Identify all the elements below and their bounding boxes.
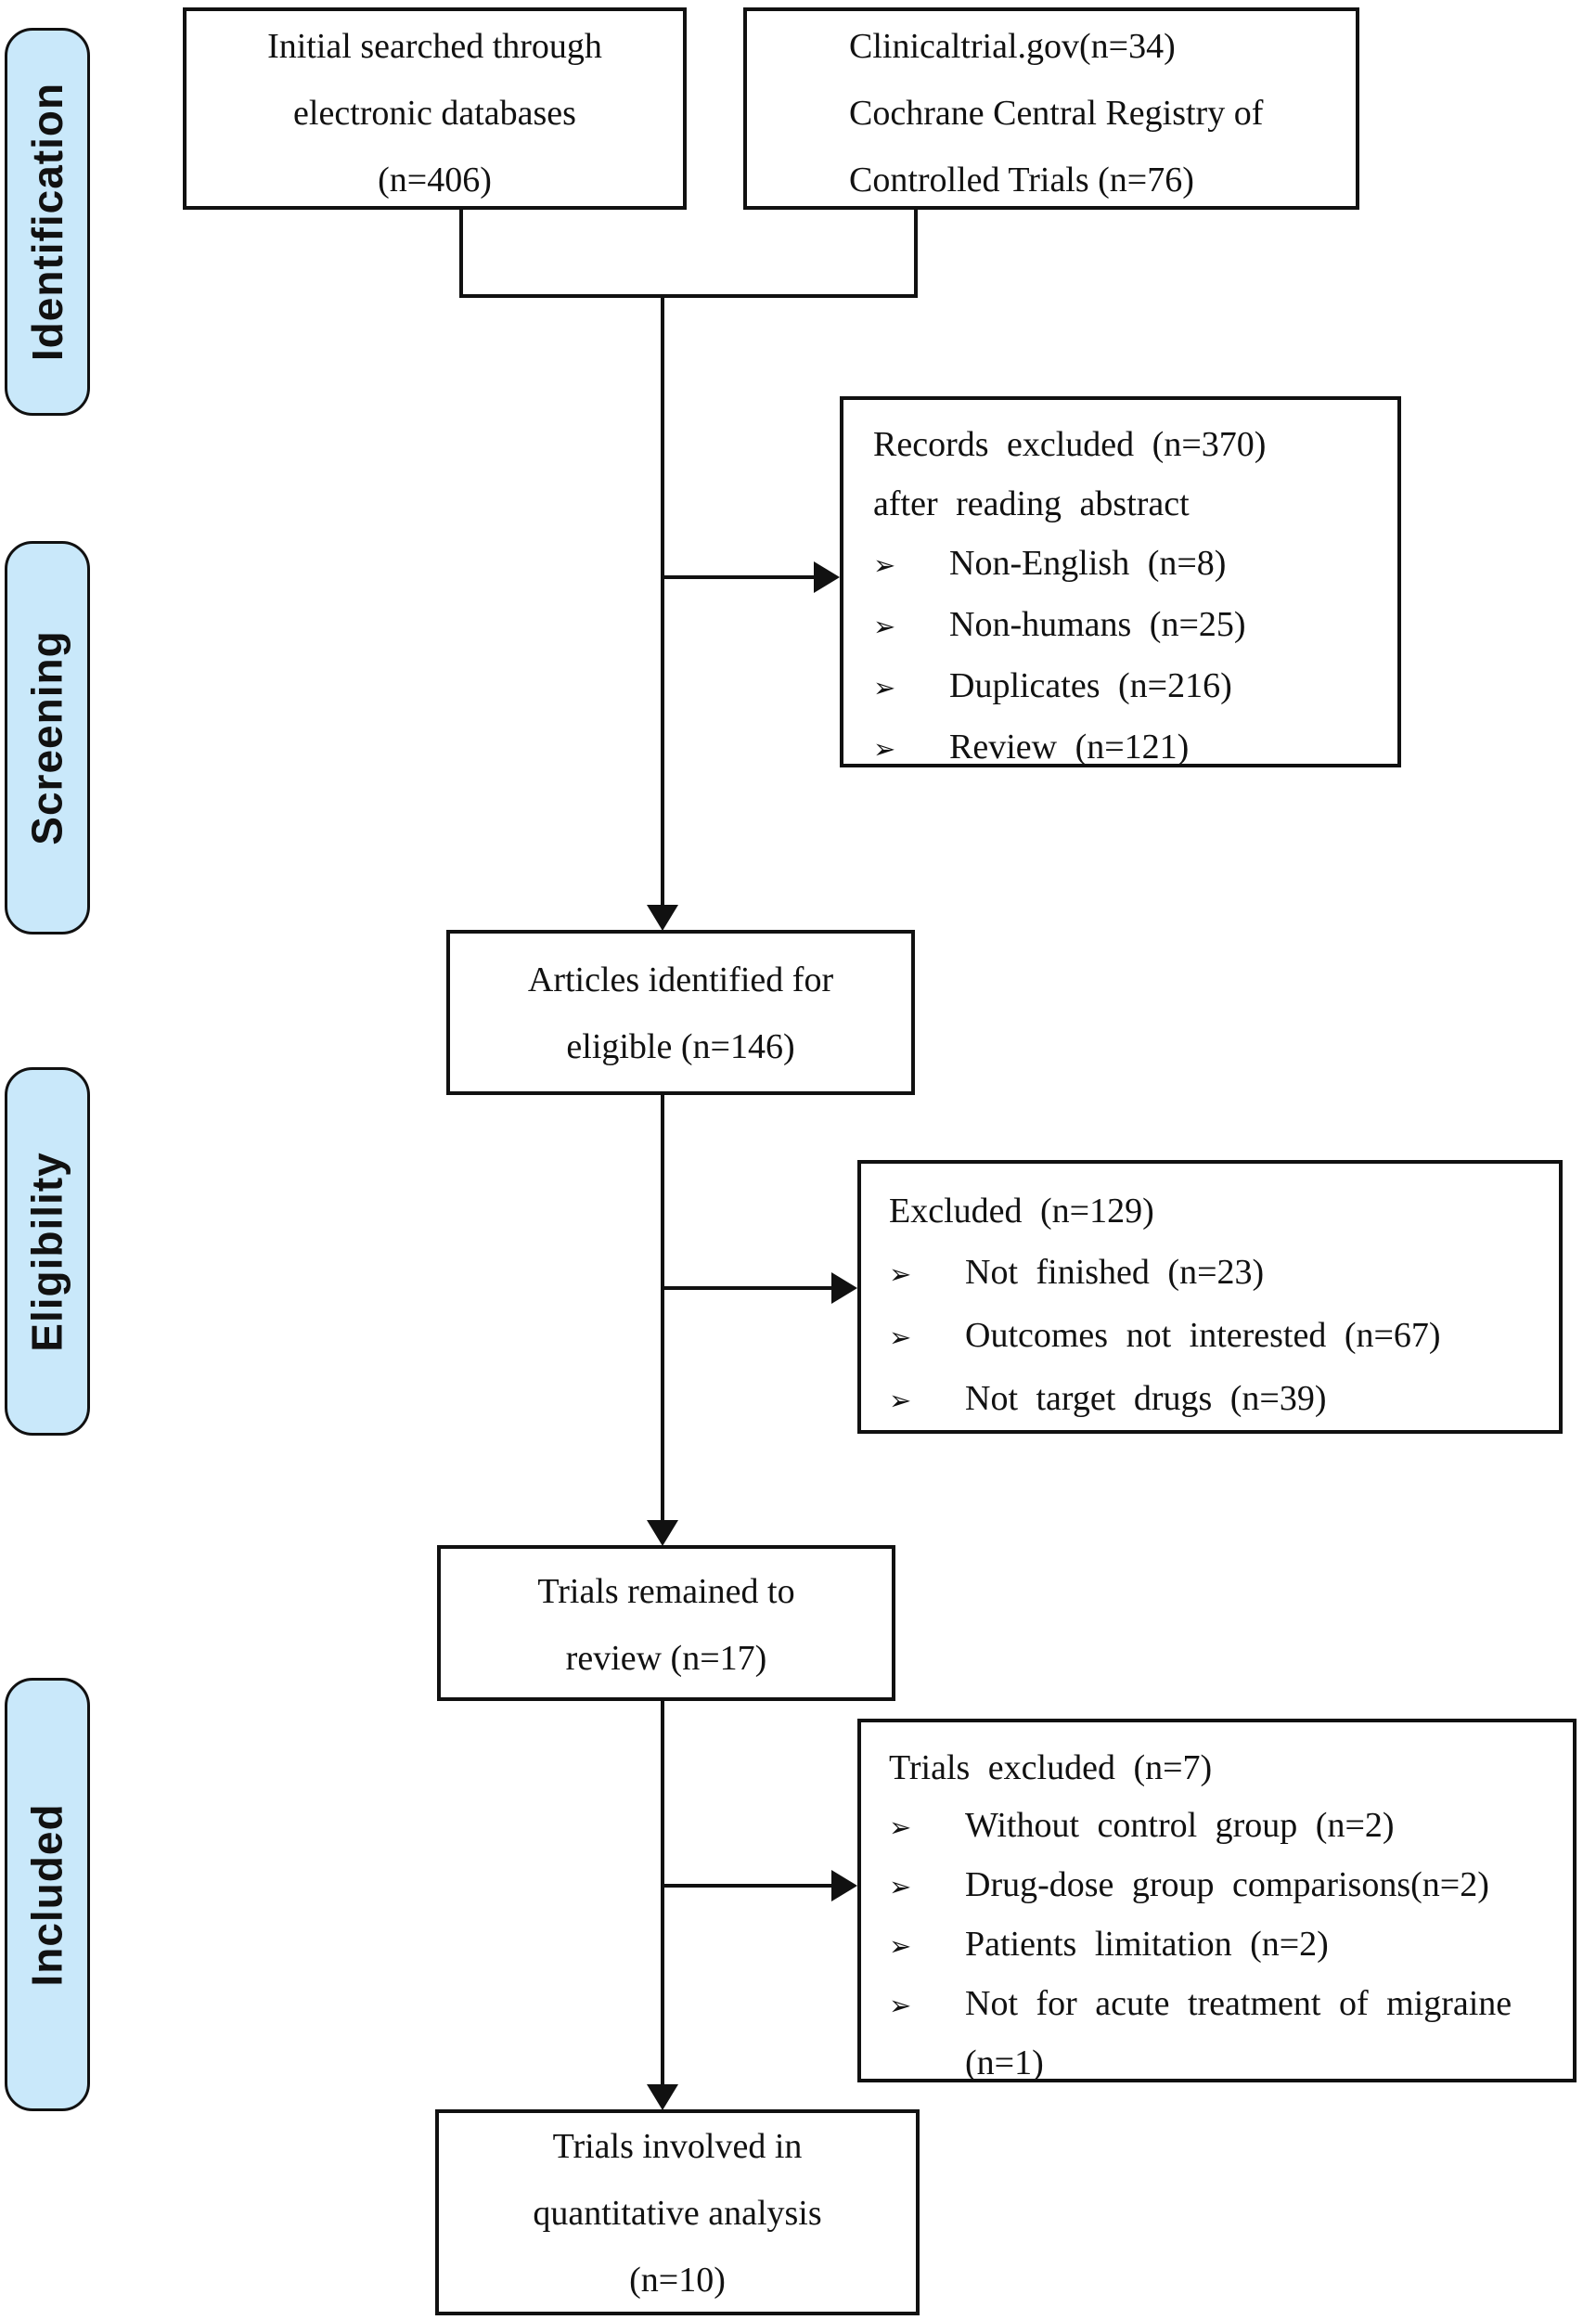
trials-excluded-bullet-1-text: Without control group (n=2)	[965, 1806, 1395, 1845]
trials-remained-line1: Trials remained to	[537, 1572, 795, 1611]
box-registries: Clinicaltrial.gov(n=34) Cochrane Central…	[743, 7, 1359, 210]
stage-label-included: Included	[23, 1802, 71, 1987]
trials-remained-line2: review (n=17)	[565, 1639, 767, 1678]
records-excluded-bullet-2-text: Non-humans (n=25)	[949, 605, 1246, 644]
connector-merge-horizontal	[459, 294, 918, 298]
bullet-arrow-icon: ➢	[889, 1258, 912, 1290]
arrowhead-into-trials-excluded	[831, 1870, 857, 1901]
bullet-arrow-icon: ➢	[873, 733, 896, 765]
bullet-arrow-icon: ➢	[889, 1990, 912, 2021]
connector-branch-trials-excluded	[661, 1884, 831, 1888]
box-registries-line2: Cochrane Central Registry of	[849, 94, 1264, 133]
records-excluded-bullet-3-text: Duplicates (n=216)	[949, 666, 1232, 705]
box-registries-line3: Controlled Trials (n=76)	[849, 161, 1194, 200]
connector-initial-down	[459, 210, 463, 298]
bullet-arrow-icon: ➢	[873, 611, 896, 642]
bullet-arrow-icon: ➢	[889, 1871, 912, 1902]
trials-excluded-bullet-1: ➢ Without control group (n=2)	[889, 1797, 1573, 1856]
trials-excluded-title: Trials excluded (n=7)	[889, 1748, 1213, 1787]
excluded-eligibility-bullet-3: ➢ Not target drugs (n=39)	[889, 1368, 1559, 1431]
arrowhead-into-trials-remained	[647, 1520, 678, 1546]
trials-excluded-bullet-2: ➢ Drug-dose group comparisons(n=2)	[889, 1856, 1573, 1915]
records-excluded-bullet-4: ➢ Review (n=121)	[873, 717, 1397, 779]
box-initial-search-line2: electronic databases	[293, 94, 576, 133]
stage-label-screening: Screening	[23, 630, 72, 845]
articles-identified-line2: eligible (n=146)	[566, 1027, 795, 1066]
connector-main-included	[661, 1701, 664, 2087]
box-registries-line1: Clinicaltrial.gov(n=34)	[849, 27, 1176, 66]
records-excluded-bullet-4-text: Review (n=121)	[949, 728, 1190, 767]
bullet-arrow-icon: ➢	[889, 1321, 912, 1353]
stage-band-identification: Identification	[5, 28, 90, 416]
stage-band-screening: Screening	[5, 541, 90, 934]
excluded-eligibility-bullet-1-text: Not finished (n=23)	[965, 1253, 1265, 1292]
records-excluded-bullet-2: ➢ Non-humans (n=25)	[873, 595, 1397, 656]
arrowhead-into-records-excluded	[814, 561, 840, 593]
trials-excluded-bullet-4: ➢ Not for acute treatment of migraine	[889, 1975, 1573, 2034]
arrowhead-into-articles	[647, 905, 678, 931]
trials-excluded-bullet-2-text: Drug-dose group comparisons(n=2)	[965, 1865, 1489, 1904]
box-initial-search-line3: (n=406)	[378, 161, 492, 200]
excluded-eligibility-bullet-2: ➢ Outcomes not interested (n=67)	[889, 1305, 1559, 1368]
stage-band-eligibility: Eligibility	[5, 1067, 90, 1436]
quantitative-line2: quantitative analysis	[533, 2194, 822, 2233]
trials-excluded-bullet-3: ➢ Patients limitation (n=2)	[889, 1915, 1573, 1975]
bullet-arrow-icon: ➢	[873, 549, 896, 581]
quantitative-line1: Trials involved in	[552, 2127, 803, 2166]
box-initial-search-line1: Initial searched through	[267, 27, 602, 66]
arrowhead-into-excluded-eligibility	[831, 1272, 857, 1304]
box-articles-identified: Articles identified for eligible (n=146)	[446, 930, 915, 1095]
stage-label-identification: Identification	[23, 82, 72, 362]
trials-excluded-bullet-4-continuation: (n=1)	[965, 2043, 1044, 2082]
records-excluded-header1: Records excluded (n=370)	[873, 425, 1267, 464]
stage-label-eligibility: Eligibility	[23, 1151, 71, 1352]
connector-registries-down	[914, 210, 918, 298]
excluded-eligibility-bullet-2-text: Outcomes not interested (n=67)	[965, 1316, 1441, 1355]
box-excluded-eligibility: Excluded (n=129) ➢ Not finished (n=23) ➢…	[857, 1160, 1563, 1434]
bullet-arrow-icon: ➢	[889, 1930, 912, 1962]
connector-main-screening	[661, 294, 664, 909]
connector-branch-excluded-eligibility	[661, 1286, 831, 1290]
records-excluded-bullet-1-text: Non-English (n=8)	[949, 544, 1227, 583]
box-initial-search: Initial searched through electronic data…	[183, 7, 687, 210]
quantitative-line3: (n=10)	[629, 2261, 726, 2300]
box-quantitative-analysis: Trials involved in quantitative analysis…	[435, 2109, 920, 2315]
excluded-eligibility-bullet-3-text: Not target drugs (n=39)	[965, 1379, 1327, 1418]
box-records-excluded: Records excluded (n=370) after reading a…	[840, 396, 1401, 767]
excluded-eligibility-title: Excluded (n=129)	[889, 1192, 1154, 1231]
bullet-arrow-icon: ➢	[889, 1385, 912, 1416]
arrowhead-into-quantitative	[647, 2084, 678, 2110]
records-excluded-header2: after reading abstract	[873, 484, 1190, 523]
box-trials-remained: Trials remained to review (n=17)	[437, 1545, 895, 1701]
connector-main-eligibility	[661, 1095, 664, 1523]
bullet-arrow-icon: ➢	[889, 1811, 912, 1843]
records-excluded-bullet-1: ➢ Non-English (n=8)	[873, 534, 1397, 595]
trials-excluded-bullet-4-text: Not for acute treatment of migraine	[965, 1984, 1512, 2023]
trials-excluded-bullet-3-text: Patients limitation (n=2)	[965, 1925, 1329, 1964]
bullet-arrow-icon: ➢	[873, 672, 896, 703]
box-trials-excluded: Trials excluded (n=7) ➢ Without control …	[857, 1719, 1577, 2082]
records-excluded-bullet-3: ➢ Duplicates (n=216)	[873, 656, 1397, 717]
articles-identified-line1: Articles identified for	[527, 960, 834, 999]
connector-branch-records-excluded	[661, 575, 816, 579]
stage-band-included: Included	[5, 1678, 90, 2111]
excluded-eligibility-bullet-1: ➢ Not finished (n=23)	[889, 1242, 1559, 1305]
